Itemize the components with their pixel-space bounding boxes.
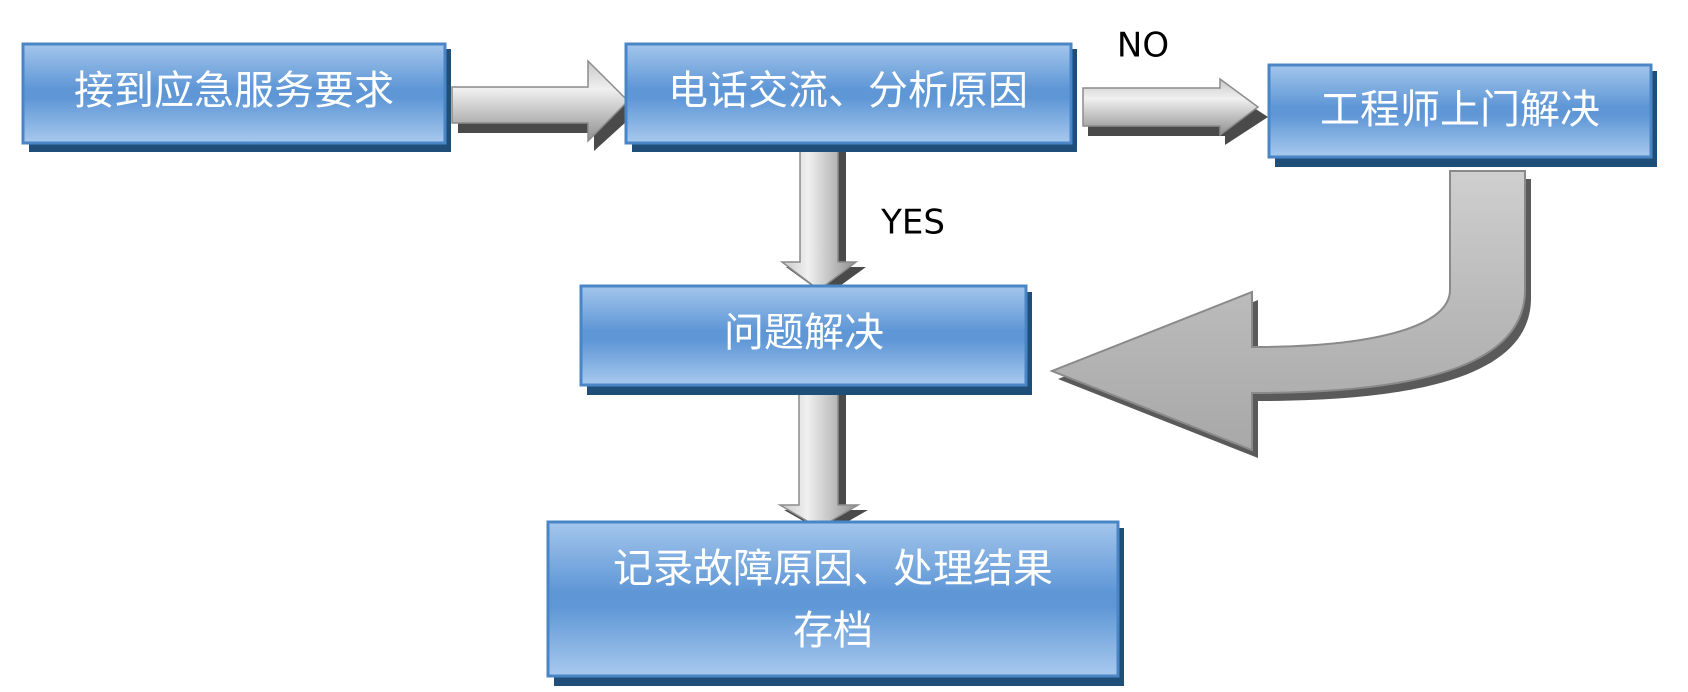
arrow-analyze-to-engineer	[1082, 77, 1268, 145]
edge-label-yes: YES	[880, 203, 945, 243]
node-analyze-label: 电话交流、分析原因	[668, 68, 1028, 114]
arrow-engineer-to-solved	[1049, 170, 1531, 458]
node-record-label-line2: 存档	[793, 608, 873, 654]
edge-label-no: NO	[1117, 26, 1169, 66]
arrow-receive-to-analyze	[451, 59, 638, 151]
node-receive-label: 接到应急服务要求	[74, 68, 394, 114]
arrow-analyze-to-solved	[779, 129, 866, 296]
node-problem-solved: 问题解决	[579, 284, 1032, 395]
node-record-archive: 记录故障原因、处理结果 存档	[546, 520, 1124, 686]
node-engineer-onsite: 工程师上门解决	[1267, 63, 1657, 167]
node-phone-analysis: 电话交流、分析原因	[624, 42, 1077, 152]
node-solved-label: 问题解决	[724, 310, 884, 356]
arrow-solved-to-record	[777, 372, 868, 534]
node-record-label-line1: 记录故障原因、处理结果	[613, 546, 1053, 592]
node-engineer-label: 工程师上门解决	[1320, 87, 1600, 133]
node-receive-request: 接到应急服务要求	[21, 42, 451, 152]
